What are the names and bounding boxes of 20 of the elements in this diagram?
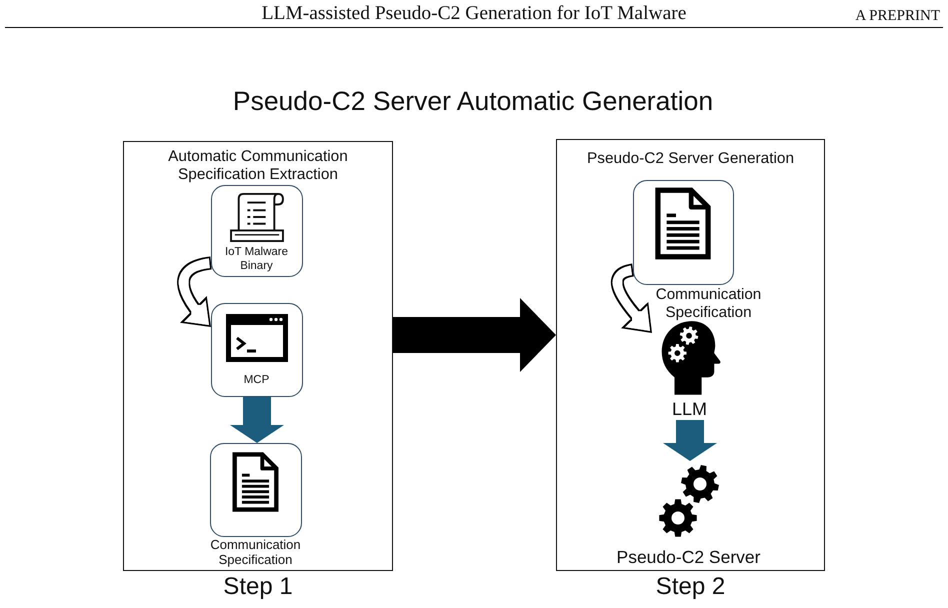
step-caption: Step 1 bbox=[223, 573, 293, 601]
node-label: Communication Specification bbox=[654, 286, 762, 322]
preprint-tag: A PREPRINT bbox=[855, 6, 940, 26]
panel-title: Automatic Communication Specification Extraction bbox=[167, 148, 349, 184]
diagram-title: Pseudo-C2 Server Automatic Generation bbox=[232, 85, 714, 117]
block-arrow bbox=[663, 420, 717, 461]
step-caption: Step 2 bbox=[656, 573, 726, 601]
step-panel bbox=[123, 141, 393, 571]
running-header: LLM-assisted Pseudo-C2 Generation for IoT Malware bbox=[262, 3, 686, 25]
step-card bbox=[210, 302, 302, 396]
node-label: LLM bbox=[672, 398, 707, 418]
block-arrow bbox=[393, 298, 556, 372]
step-card bbox=[210, 184, 302, 276]
node-label: Pseudo-C2 Server bbox=[616, 546, 760, 566]
block-arrow bbox=[230, 397, 284, 443]
step-panel bbox=[556, 139, 825, 571]
panel-title: Pseudo-C2 Server Generation bbox=[586, 150, 794, 168]
node-label: Communication Specification bbox=[209, 536, 302, 566]
node-label: MCP bbox=[244, 373, 270, 387]
node-label: IoT Malware Binary bbox=[224, 244, 290, 272]
